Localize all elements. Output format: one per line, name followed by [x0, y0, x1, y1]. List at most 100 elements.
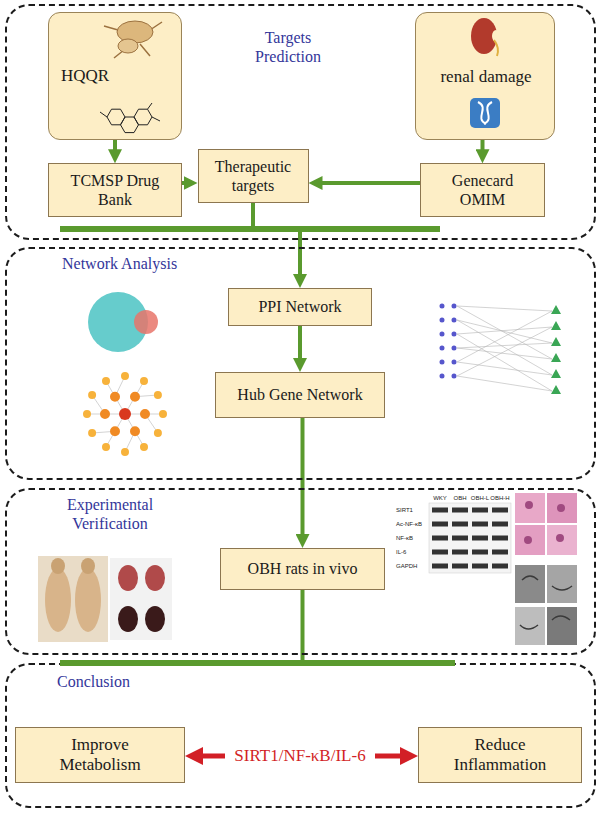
root-line — [104, 22, 162, 58]
organ-photo — [110, 558, 172, 640]
box-label: Therapeutic targets — [205, 157, 301, 195]
blot-label: IL-6 — [396, 549, 428, 556]
compound-dots — [440, 304, 457, 379]
ureter — [494, 40, 498, 56]
em-image — [547, 607, 577, 645]
box-label: Reduce Inflammation — [445, 735, 555, 776]
stage-panel: Targets PredictionHQQR renal damageTCMSP … — [5, 4, 596, 240]
source-label: HQQR — [61, 66, 121, 86]
pathway-label: SIRT1/NF-κB/IL-6 — [234, 746, 365, 766]
target-network-illustration — [440, 304, 562, 395]
flow-arrow — [253, 203, 300, 280]
flow-arrow — [182, 181, 190, 185]
process-box: OBH rats in vivo — [220, 548, 385, 590]
process-box: Hub Gene Network — [215, 372, 385, 418]
process-box: Reduce Inflammation — [418, 727, 582, 783]
process-box: Therapeutic targets — [198, 149, 309, 202]
flow-arrow — [113, 140, 117, 155]
venn-illustration — [88, 292, 158, 352]
ginseng-illustration — [104, 21, 162, 58]
rat-head — [81, 558, 95, 574]
label-slot: SIRT1 — [396, 507, 428, 514]
panel-heading: Targets Prediction — [233, 28, 343, 66]
panel-heading: Network Analysis — [62, 254, 202, 273]
em-detail — [520, 576, 572, 629]
stain-spots — [524, 501, 565, 544]
flow-arrow — [317, 181, 421, 185]
target-triangles — [551, 305, 561, 394]
blot-label: WKY — [430, 495, 450, 502]
kidney-icon — [471, 18, 500, 56]
flow-arrow — [375, 753, 408, 758]
label-slot: OBH-L — [470, 495, 490, 502]
label-slot: WKY — [430, 495, 450, 502]
label-slot: GAPDH — [396, 563, 428, 570]
histology-panels — [515, 493, 577, 645]
root-slice — [118, 39, 138, 53]
flow-arrow — [195, 753, 225, 758]
rat-head — [51, 558, 65, 574]
label-slot: IL-6 — [396, 549, 428, 556]
blot-bands — [432, 508, 508, 569]
icon-tile — [470, 98, 500, 128]
pathway-node: SIRT1/NF-κB/IL-6 — [225, 740, 375, 772]
em-image — [515, 565, 545, 603]
blot-label: Ac-NF-κB — [396, 521, 428, 528]
flow-bar — [60, 660, 455, 666]
western-blot — [429, 503, 511, 573]
box-label: Genecard OMIM — [442, 171, 524, 209]
label-slot: NF-κB — [396, 535, 428, 542]
organ-kidney — [118, 565, 138, 591]
process-box: TCMSP Drug Bank — [48, 163, 182, 216]
box-label: OBH rats in vivo — [248, 559, 358, 578]
photo-ground — [110, 558, 172, 640]
box-label: Improve Metabolism — [45, 735, 155, 776]
network-hub — [119, 408, 131, 420]
venn-circle — [134, 310, 158, 334]
panel-heading: Conclusion — [57, 672, 177, 691]
flow-bar — [60, 226, 440, 232]
label-slot: OBH — [450, 495, 470, 502]
photo-ground — [38, 556, 108, 642]
organ-dark — [145, 606, 165, 632]
organ-kidney — [145, 565, 165, 591]
blot-label: OBH — [450, 495, 470, 502]
blot-membrane — [429, 503, 511, 573]
box-label: Hub Gene Network — [237, 385, 362, 404]
em-image — [547, 565, 577, 603]
box-label: PPI Network — [258, 297, 341, 316]
stage-panel: ConclusionImprove Metabolism SIRT1/NF-κB/… — [5, 663, 596, 808]
rat-photo — [38, 556, 108, 642]
process-box: PPI Network — [228, 288, 372, 326]
source-box: HQQR — [48, 12, 182, 140]
process-box: Improve Metabolism — [15, 727, 185, 783]
bond — [100, 103, 160, 121]
network-lines — [87, 376, 163, 452]
hub-network-illustration — [83, 372, 167, 456]
dna-icon — [470, 98, 500, 128]
chemical-structure — [100, 103, 160, 133]
kidney-notch — [492, 30, 500, 42]
network-dots — [83, 372, 167, 456]
blot-label: SIRT1 — [396, 507, 428, 514]
stage-panel: Network AnalysisPPI NetworkHub Gene Netw… — [5, 247, 596, 480]
rat-body — [45, 568, 71, 632]
ring — [134, 109, 152, 125]
process-box: Genecard OMIM — [420, 163, 545, 216]
source-label: renal damage — [426, 67, 546, 87]
flow-arrow — [481, 140, 485, 155]
network-lines — [457, 306, 552, 391]
helix — [478, 102, 492, 124]
label-slot: Ac-NF-κB — [396, 521, 428, 528]
blot-label: OBH-H — [490, 495, 510, 502]
flow-arrow — [301, 590, 305, 663]
panel-heading: Experimental Verification — [51, 495, 169, 533]
blot-label: GAPDH — [396, 563, 428, 570]
network-dots — [100, 392, 150, 437]
blot-label: NF-κB — [396, 535, 428, 542]
em-image — [515, 607, 545, 645]
blot-label: OBH-L — [470, 495, 490, 502]
box-label: TCMSP Drug Bank — [69, 171, 161, 209]
